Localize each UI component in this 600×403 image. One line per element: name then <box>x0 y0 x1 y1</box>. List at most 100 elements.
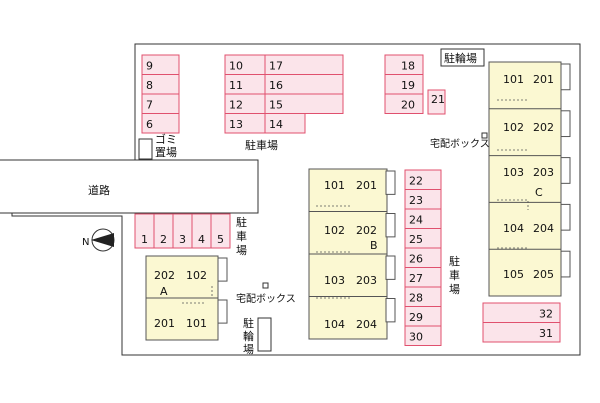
delivery-box-bottom-label: 宅配ボックス <box>236 292 296 305</box>
building-C-tag: C <box>535 186 543 199</box>
parking-space-18-label: 18 <box>401 60 415 73</box>
parking-space-13: 13 <box>224 113 266 134</box>
parking-space-15: 15 <box>264 93 344 114</box>
unit-B-201-1: 201 <box>356 179 377 192</box>
unit-C-205-9: 205 <box>533 268 554 281</box>
bicycle-parking-top: 駐輪場 <box>440 48 485 67</box>
parking-space-14: 14 <box>264 113 306 134</box>
parking-lot-left-label: 駐車場 <box>245 138 278 152</box>
garbage-area <box>138 138 153 160</box>
parking-space-19-label: 19 <box>401 79 415 92</box>
parking-space-21-label: 21 <box>431 93 445 106</box>
unit-B-204-7: 204 <box>356 318 377 331</box>
north-arrow: N <box>82 228 115 252</box>
parking-space-25: 25 <box>404 228 442 249</box>
unit-B-202-3: 202 <box>356 224 377 237</box>
garbage-area-label: ゴミ置場 <box>155 132 177 159</box>
parking-space-17-label: 17 <box>269 60 283 73</box>
delivery-box-bottom: 宅配ボックス <box>236 282 296 305</box>
parking-space-29: 29 <box>404 306 442 327</box>
unit-B-203-5: 203 <box>356 274 377 287</box>
parking-space-22: 22 <box>404 169 442 190</box>
unit-B-103-4: 103 <box>324 274 345 287</box>
road-label: 道路 <box>88 183 110 197</box>
parking-space-8: 8 <box>141 74 180 95</box>
unit-C-203-5: 203 <box>533 166 554 179</box>
parking-space-5-label: 5 <box>217 233 224 246</box>
parking-space-26-label: 26 <box>409 253 423 266</box>
parking-space-18: 18 <box>384 54 424 75</box>
parking-space-23: 23 <box>404 189 442 210</box>
unit-C-201-1: 201 <box>533 73 554 86</box>
unit-C-204-7: 204 <box>533 222 554 235</box>
parking-space-3-label: 3 <box>179 233 186 246</box>
parking-space-31-label: 31 <box>539 327 553 340</box>
parking-space-11-label: 11 <box>229 79 243 92</box>
parking-space-32-label: 32 <box>539 308 553 321</box>
parking-space-6-label: 6 <box>146 118 153 131</box>
parking-space-8-label: 8 <box>146 79 153 92</box>
parking-space-24-label: 24 <box>409 214 423 227</box>
parking-space-23-label: 23 <box>409 194 423 207</box>
parking-space-26: 26 <box>404 247 442 268</box>
delivery-box-top-label: 宅配ボックス <box>430 137 490 150</box>
parking-space-20: 20 <box>384 93 424 114</box>
parking-space-30: 30 <box>404 325 442 346</box>
parking-space-14-label: 14 <box>269 118 283 131</box>
building-B-tag: B <box>370 239 378 252</box>
unit-C-202-3: 202 <box>533 121 554 134</box>
parking-space-16: 16 <box>264 74 344 95</box>
parking-lot-right-label: 駐車場 <box>449 254 460 296</box>
bicycle-parking-bottom <box>257 317 272 352</box>
unit-C-102-2: 102 <box>503 121 524 134</box>
parking-lot-mid-label: 駐車場 <box>236 215 247 257</box>
parking-space-32: 32 <box>482 302 561 323</box>
parking-space-27-label: 27 <box>409 272 423 285</box>
unit-A-201-2: 201 <box>154 317 175 330</box>
parking-space-11: 11 <box>224 74 266 95</box>
parking-space-12-label: 12 <box>229 99 243 112</box>
parking-space-9: 9 <box>141 54 180 75</box>
parking-space-7-label: 7 <box>146 99 153 112</box>
parking-space-12: 12 <box>224 93 266 114</box>
parking-space-25-label: 25 <box>409 233 423 246</box>
parking-space-30-label: 30 <box>409 331 423 344</box>
parking-space-31: 31 <box>482 322 561 343</box>
unit-B-101-0: 101 <box>324 179 345 192</box>
parking-space-29-label: 29 <box>409 311 423 324</box>
parking-space-17: 17 <box>264 54 344 75</box>
unit-A-202-0: 202 <box>154 269 175 282</box>
unit-B-104-6: 104 <box>324 318 345 331</box>
parking-space-21: 21 <box>427 89 446 115</box>
parking-space-27: 27 <box>404 267 442 288</box>
parking-space-15-label: 15 <box>269 99 283 112</box>
unit-C-101-0: 101 <box>503 73 524 86</box>
parking-space-20-label: 20 <box>401 99 415 112</box>
parking-space-10-label: 10 <box>229 60 243 73</box>
unit-C-105-8: 105 <box>503 268 524 281</box>
unit-C-103-4: 103 <box>503 166 524 179</box>
parking-space-22-label: 22 <box>409 175 423 188</box>
parking-space-2: 2 <box>153 213 174 249</box>
parking-space-3: 3 <box>172 213 193 249</box>
unit-A-102-1: 102 <box>186 269 207 282</box>
parking-space-16-label: 16 <box>269 79 283 92</box>
parking-space-28-label: 28 <box>409 292 423 305</box>
north-label: N <box>82 237 89 248</box>
delivery-box-top: 宅配ボックス <box>430 132 490 150</box>
parking-lot-left-text: 駐車場 <box>245 138 278 152</box>
parking-space-19: 19 <box>384 74 424 95</box>
parking-space-6: 6 <box>141 113 180 134</box>
parking-space-1-label: 1 <box>141 233 148 246</box>
parking-space-4-label: 4 <box>198 233 205 246</box>
parking-space-4: 4 <box>191 213 212 249</box>
bicycle-parking-bottom-label: 駐輪場 <box>243 316 254 356</box>
parking-space-13-label: 13 <box>229 118 243 131</box>
